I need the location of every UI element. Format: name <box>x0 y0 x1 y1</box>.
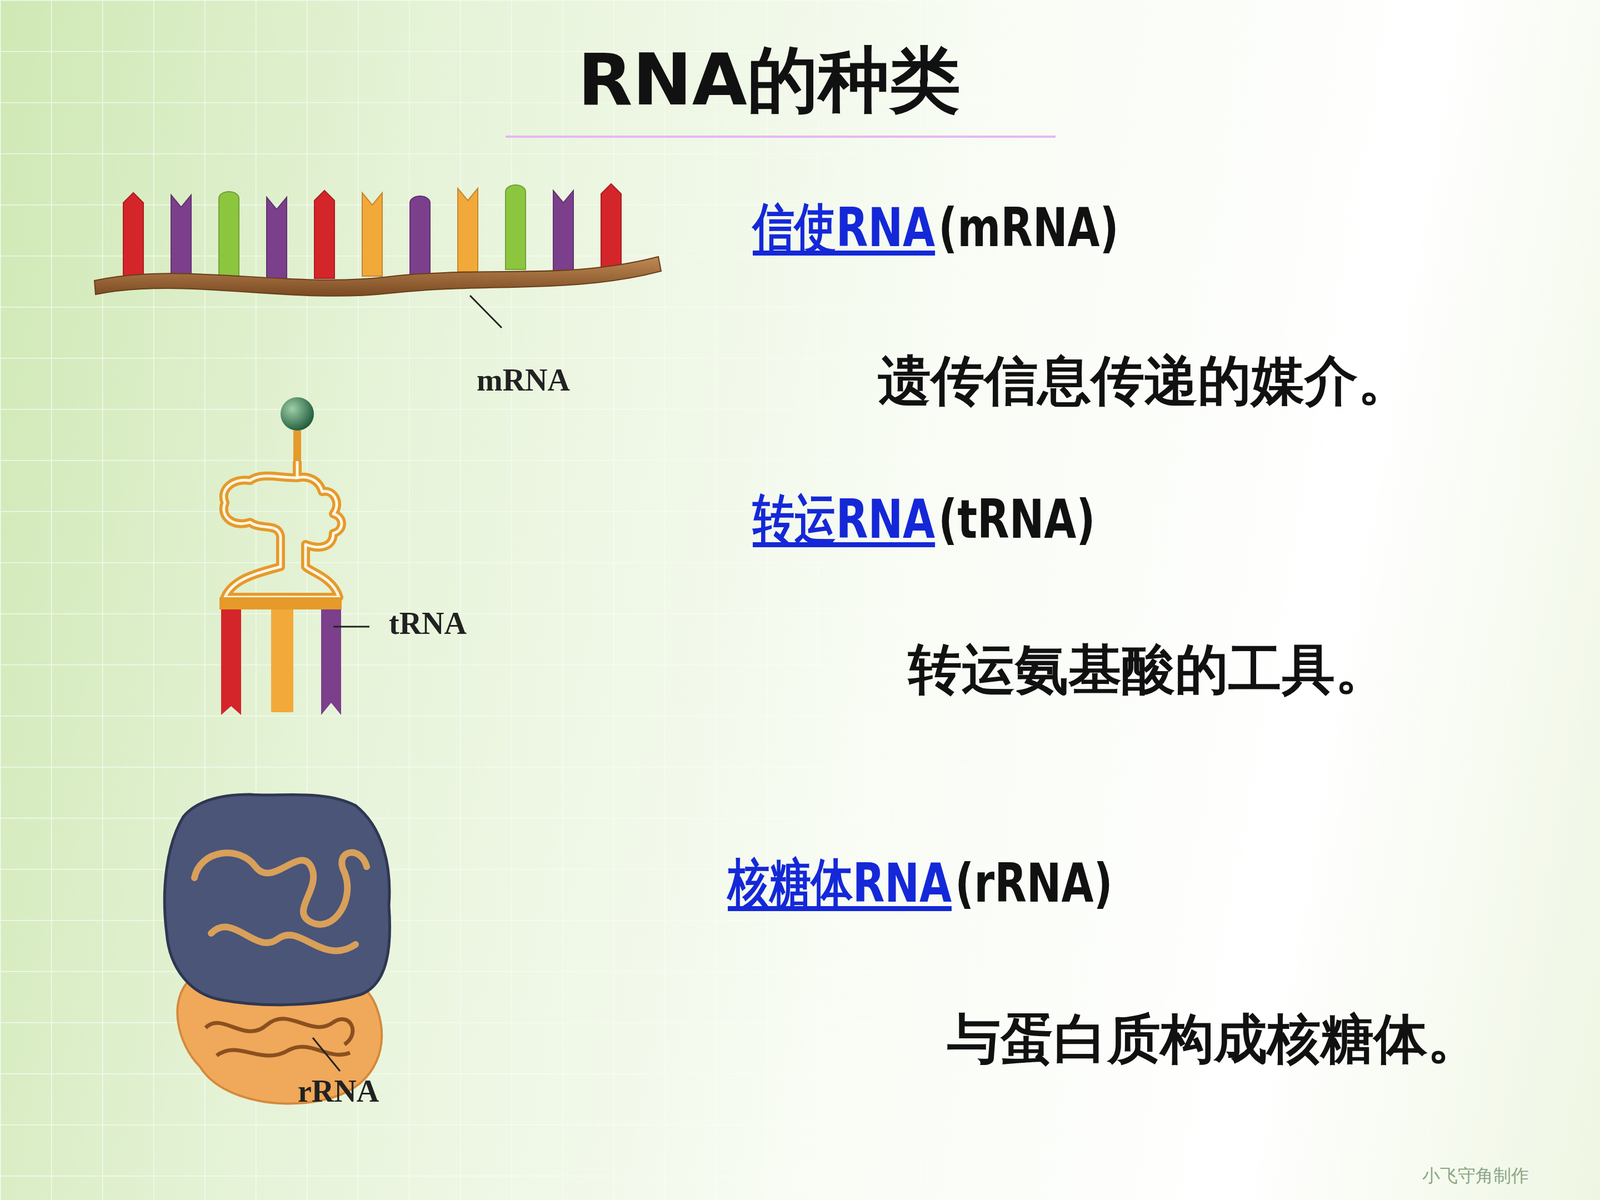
part-label: mRNA <box>476 362 570 398</box>
mrna-illustration <box>94 183 662 328</box>
title-rule <box>505 135 1056 138</box>
watermark: 小飞守角制作 <box>1422 1165 1529 1187</box>
slide-title: RNA的种类 <box>577 38 961 121</box>
term-abbrev: (rRNA) <box>955 852 1113 914</box>
term-link: 核糖体RNA <box>727 852 952 914</box>
ribosome-illustration <box>164 794 390 1104</box>
term-link: 转运RNA <box>752 488 935 550</box>
term-abbrev: (mRNA) <box>938 197 1119 259</box>
description: 遗传信息传递的媒介。 <box>877 350 1412 412</box>
part-label: tRNA <box>388 605 467 642</box>
description: 与蛋白质构成核糖体。 <box>947 1008 1481 1070</box>
term-link: 信使RNA <box>752 197 935 259</box>
part-label: rRNA <box>297 1073 379 1109</box>
description: 转运氨基酸的工具。 <box>908 638 1389 700</box>
trna-illustration <box>219 397 370 715</box>
term-abbrev: (tRNA) <box>938 488 1096 550</box>
